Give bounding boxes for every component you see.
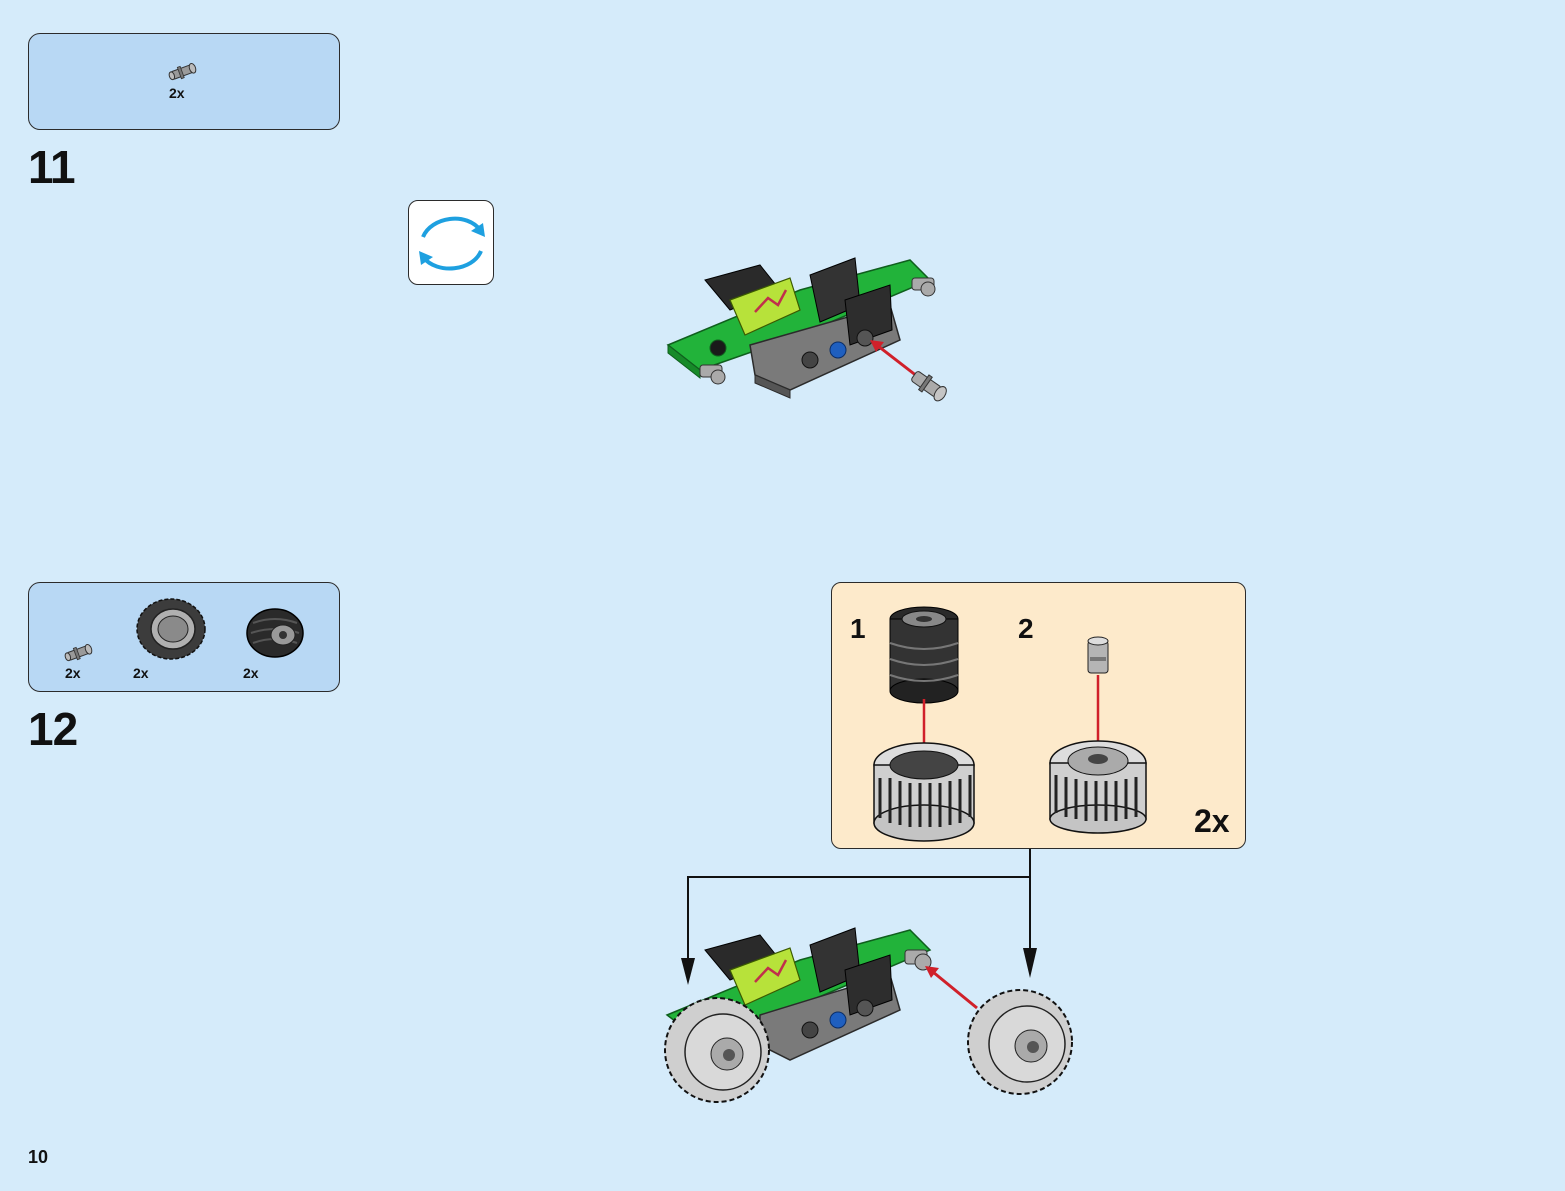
step-number: 12 xyxy=(28,703,78,755)
parts-list-step-11: 2x xyxy=(28,33,340,130)
vehicle-model-step-11 xyxy=(666,257,947,402)
part-quantity: 2x xyxy=(65,665,81,681)
parts-list-step-12: 2x 2x 2x xyxy=(28,582,340,692)
rotate-model-icon xyxy=(419,216,485,271)
part-quantity: 2x xyxy=(243,665,259,681)
pin-into-wheel-icon xyxy=(1049,636,1147,834)
tire-icon xyxy=(136,598,206,660)
part-quantity: 2x xyxy=(169,85,185,101)
rotate-callout xyxy=(408,200,494,285)
wheel-rim-icon xyxy=(246,608,304,658)
part-quantity: 2x xyxy=(133,665,149,681)
wheel-rim-into-tire-icon xyxy=(873,606,975,842)
substep-number: 2 xyxy=(1018,613,1034,644)
substep-number: 1 xyxy=(850,613,866,644)
sub-assembly-callout: 1 2 2x xyxy=(831,582,1246,849)
pin-connector-icon xyxy=(168,62,197,81)
vehicle-model-step-12 xyxy=(664,927,1073,1103)
step-number: 11 xyxy=(28,141,76,193)
sub-assembly-multiplier: 2x xyxy=(1194,803,1230,839)
pin-connector-icon xyxy=(64,643,93,662)
page-number: 10 xyxy=(28,1147,49,1167)
